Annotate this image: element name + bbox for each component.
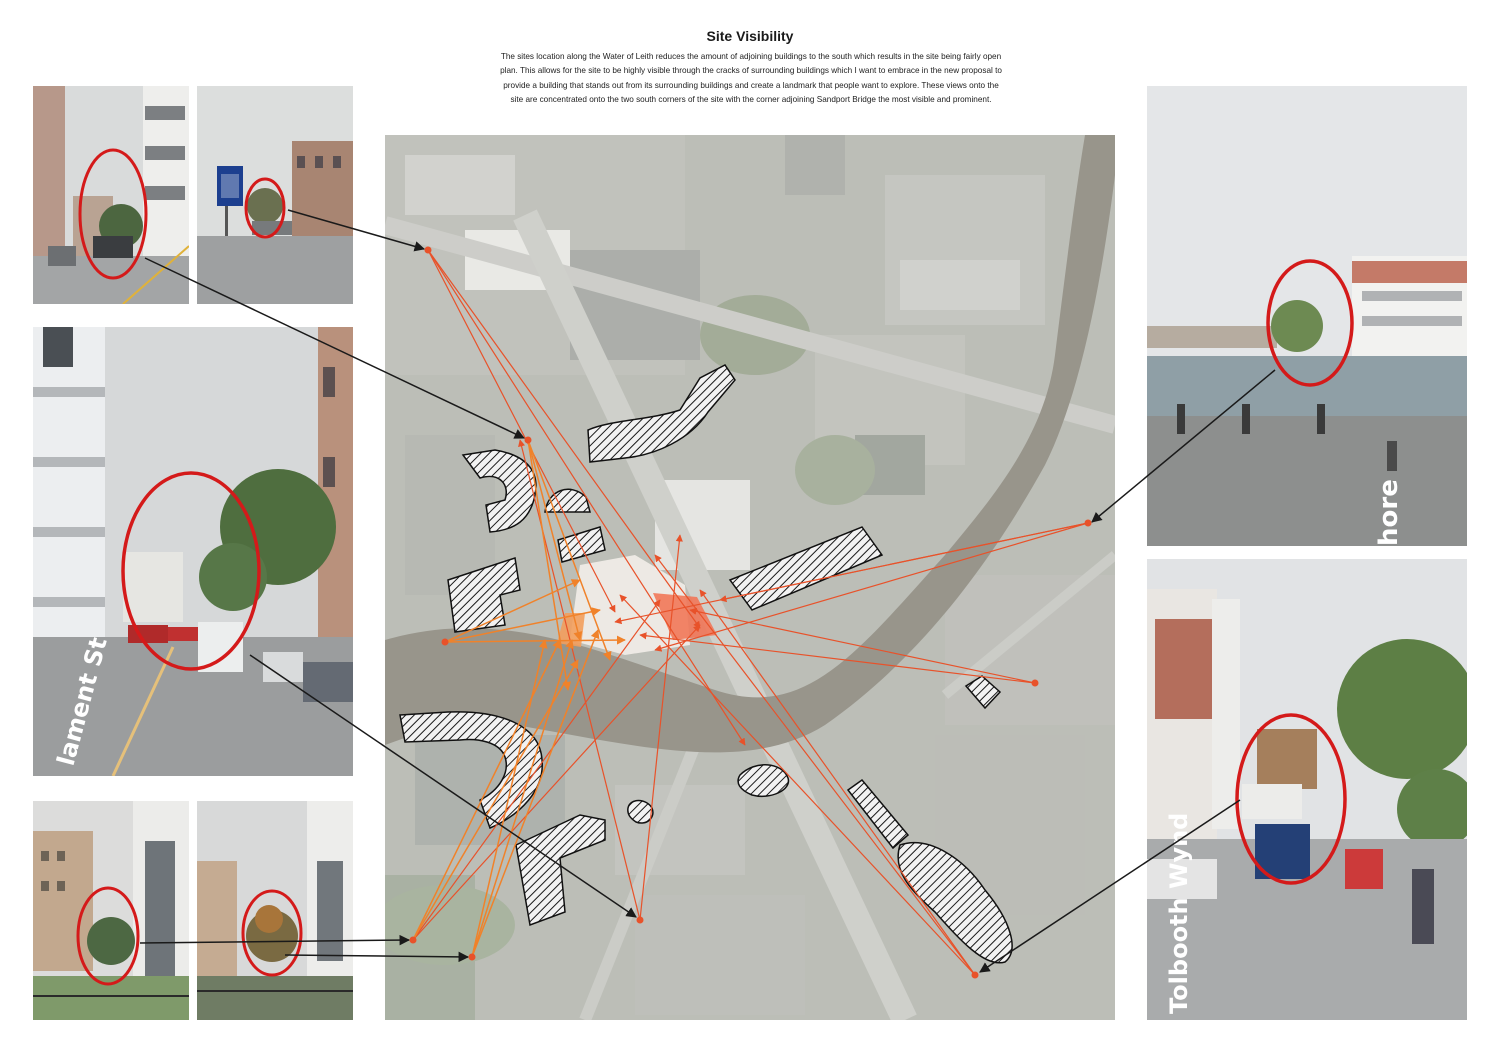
- page-title: Site Visibility: [706, 28, 794, 44]
- street-view-photo: [33, 86, 189, 304]
- street-sign-label: hore: [1374, 479, 1404, 546]
- street-view-photo: hore: [1147, 86, 1467, 546]
- description-line: provide a building that stands out from …: [503, 80, 999, 90]
- aerial-site-map: [385, 135, 1115, 1020]
- street-view-photo: [33, 801, 189, 1020]
- street-view-photo: lament St: [33, 327, 353, 776]
- street-view-photo: [197, 86, 353, 304]
- description-line: plan. This allows for the site to be hig…: [500, 66, 1002, 76]
- street-view-photo: Tolbooth Wynd: [1147, 559, 1467, 1020]
- street-view-photo: [197, 801, 353, 1020]
- page-description: The sites location along the Water of Le…: [462, 50, 1040, 108]
- description-line: site are concentrated onto the two south…: [510, 95, 992, 105]
- description-line: The sites location along the Water of Le…: [500, 52, 1002, 61]
- street-sign-label: Tolbooth Wynd: [1165, 813, 1193, 1014]
